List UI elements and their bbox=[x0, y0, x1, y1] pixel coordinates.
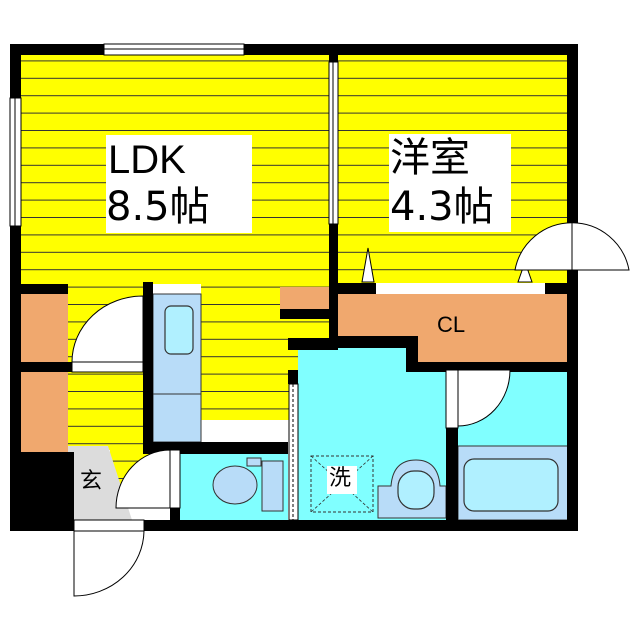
door-swing-western-exterior bbox=[514, 212, 630, 271]
door-swing-ldk bbox=[71, 295, 144, 373]
left-storage-lower bbox=[20, 372, 68, 452]
door-swing-toilet bbox=[115, 449, 181, 509]
left-storage-upper bbox=[20, 294, 68, 362]
western-room-name: 洋室 bbox=[390, 135, 470, 181]
sliding-door-washroom bbox=[288, 383, 299, 521]
toilet bbox=[212, 457, 284, 512]
washroom-label-box bbox=[327, 466, 357, 494]
kitchen-unit bbox=[152, 284, 202, 443]
small-storage bbox=[280, 287, 330, 309]
ldk-room-name: LDK bbox=[108, 138, 186, 182]
closet bbox=[338, 294, 568, 362]
walls bbox=[10, 44, 578, 531]
ldk-room-size: 8.5帖 bbox=[106, 184, 210, 230]
window-left-ldk bbox=[9, 97, 22, 227]
washroom-label: 洗 bbox=[329, 466, 352, 491]
window-top-ldk bbox=[103, 43, 245, 56]
wash-basin bbox=[377, 459, 447, 519]
ldk-label-box bbox=[106, 135, 252, 233]
western-room-label-box bbox=[389, 134, 511, 232]
closet-door bbox=[361, 247, 545, 294]
closet-label: CL bbox=[437, 312, 466, 337]
entrance-label: 玄 bbox=[80, 469, 103, 494]
western-room-size: 4.3帖 bbox=[390, 184, 494, 230]
door-swing-entrance[interactable] bbox=[73, 519, 145, 597]
bathtub bbox=[457, 445, 569, 521]
door-swing-bathroom bbox=[445, 369, 511, 429]
sliding-door-ldk-western bbox=[328, 61, 339, 225]
